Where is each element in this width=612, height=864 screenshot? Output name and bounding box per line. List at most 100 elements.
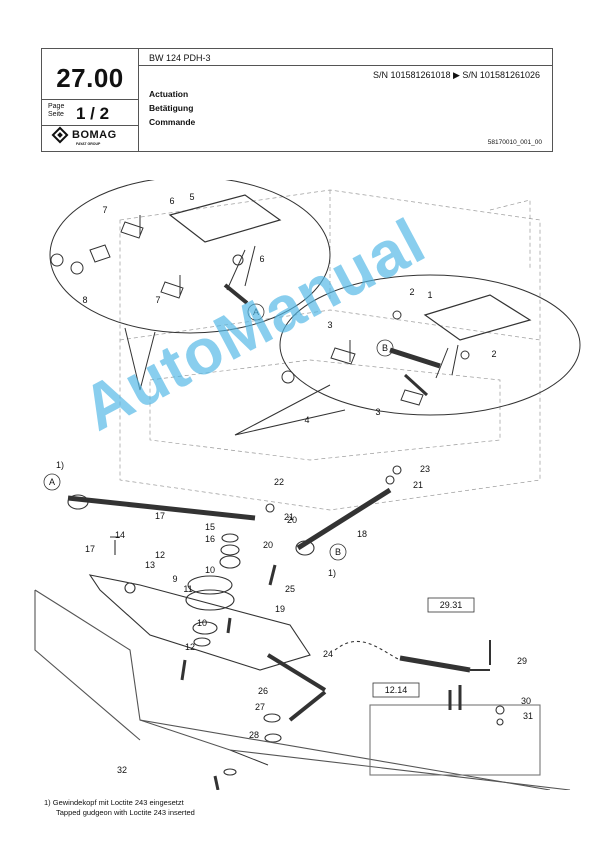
pedal-pin (223, 283, 249, 305)
bolt-head (70, 261, 84, 275)
drawing-id: 58170010_001_00 (487, 139, 542, 146)
page-label: Page Seite (48, 103, 64, 119)
bolt-head (50, 253, 64, 267)
clevis-upper (120, 215, 144, 239)
callout-labels: A B A B 1) 1) 29.31 12.14 (49, 307, 462, 695)
title-block-left: 27.00 Page Seite 1 / 2 BOMAG FAYAT GROUP (42, 49, 139, 151)
pedal-plate (423, 294, 532, 341)
title-fr: Commande (149, 117, 196, 127)
part-number-31: 31 (523, 711, 533, 721)
hole (124, 582, 136, 594)
part-number-24: 24 (323, 649, 333, 659)
cable-route (334, 640, 401, 661)
ball-joint-right (295, 540, 315, 556)
footnote-ref: 1) (56, 460, 64, 470)
ref-label-29-31: 29.31 (440, 600, 463, 610)
ref-label-12-14: 12.14 (385, 685, 408, 695)
part-number-17: 17 (85, 544, 95, 554)
frame-outline (119, 189, 541, 511)
divider (42, 99, 138, 100)
detail-b-circle (279, 274, 581, 416)
washer (496, 718, 504, 726)
push-rod-left (67, 495, 256, 521)
nut (265, 503, 275, 513)
washer (220, 544, 240, 556)
part-number-4: 4 (304, 415, 309, 425)
page-label-de: Page (48, 103, 65, 110)
part-number-26: 26 (258, 686, 268, 696)
nut (392, 310, 402, 320)
part-number-11: 11 (183, 584, 192, 594)
part-number-13: 13 (145, 560, 155, 570)
part-number-2: 2 (409, 287, 414, 297)
detail-b-pointer (234, 384, 346, 436)
logo-text: BOMAG (72, 129, 117, 141)
engine-block (369, 704, 541, 776)
part-number-12: 12 (155, 550, 165, 560)
part-number-3: 3 (327, 320, 332, 330)
part-number-28: 28 (249, 730, 259, 740)
nut (385, 475, 395, 485)
part-number-32: 32 (117, 765, 127, 775)
washer (223, 768, 237, 776)
bearing-housing (187, 575, 233, 595)
bearing-housing-base (185, 589, 235, 611)
throttle-cable (399, 655, 471, 673)
pedal-plate (168, 194, 282, 243)
clevis-lower (400, 389, 424, 406)
bomag-logo: BOMAG (51, 126, 117, 144)
part-number-30: 30 (521, 696, 531, 706)
title-en: Actuation (149, 89, 189, 99)
ref-b-marker (329, 543, 347, 561)
adjust-rod-lower (288, 690, 327, 722)
part-number-22: 22 (274, 477, 284, 487)
part-number-20: 20 (287, 515, 297, 525)
part-number-3: 3 (375, 407, 380, 417)
leader (229, 749, 269, 766)
exploded-parts-diagram: A B A B 1) 1) 29.31 12.14 12233456677891… (34, 180, 581, 790)
part-number-10: 10 (197, 618, 207, 628)
page-number: 1 / 2 (76, 104, 110, 123)
linkage-assembly (34, 465, 571, 790)
nut (263, 713, 281, 723)
detail-a-circle (49, 180, 331, 334)
detail-b-group (234, 274, 581, 436)
screw (213, 775, 220, 790)
callout-ref-a: A (49, 477, 55, 487)
part-number-23: 23 (420, 464, 430, 474)
part-number-16: 16 (205, 534, 215, 544)
callout-detail-a: A (253, 307, 259, 317)
part-number-25: 25 (285, 584, 295, 594)
ref-box-29-31 (427, 597, 475, 613)
detail-b-marker (376, 339, 394, 357)
part-number-21: 21 (284, 512, 294, 522)
section-number: 27.00 (56, 63, 124, 93)
nut (264, 733, 282, 743)
part-number-15: 15 (205, 522, 215, 532)
part-number-1: 1 (427, 290, 432, 300)
ref-boxes (43, 303, 475, 698)
footnote-ref: 1) (328, 568, 336, 578)
floor-plate-edge (139, 719, 571, 790)
detail-a-pointer (124, 327, 156, 391)
screw (268, 564, 277, 586)
governor-lever (448, 685, 462, 710)
bomag-diamond-icon (51, 126, 69, 144)
pedal-arm (435, 344, 459, 379)
part-number-18: 18 (357, 529, 367, 539)
screw (110, 536, 120, 555)
part-numbers: 1223345667789101011121213141516171718192… (82, 192, 533, 775)
part-number-20: 20 (263, 540, 273, 550)
ref-a-marker (43, 473, 61, 491)
divider (138, 65, 552, 66)
lever-plate (88, 574, 311, 671)
push-rod-right (296, 487, 392, 551)
washer (193, 637, 211, 647)
clevis-lower (160, 275, 184, 299)
part-number-7: 7 (102, 205, 107, 215)
part-number-14: 14 (115, 530, 125, 540)
logo-subtitle: FAYAT GROUP (76, 142, 101, 146)
footnote-line-de: 1) Gewindekopf mit Loctite 243 eingesetz… (44, 798, 184, 807)
footnote: 1) Gewindekopf mit Loctite 243 eingesetz… (44, 798, 195, 818)
part-number-8: 8 (82, 295, 87, 305)
